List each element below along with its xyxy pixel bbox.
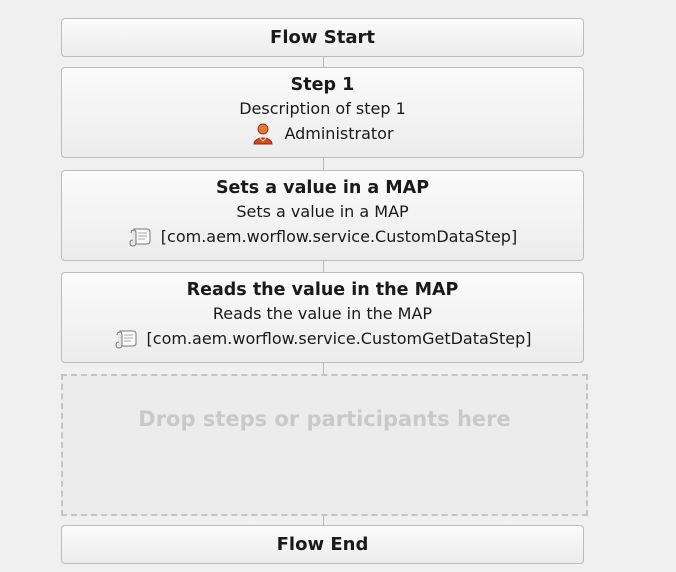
connector-line bbox=[323, 363, 324, 374]
step-process: [com.aem.worflow.service.CustomDataStep] bbox=[62, 226, 583, 248]
drop-zone-label: Drop steps or participants here bbox=[138, 407, 511, 431]
flow-start-node[interactable]: Flow Start bbox=[61, 18, 584, 57]
flow-end-node[interactable]: Flow End bbox=[61, 525, 584, 564]
step-description: Sets a value in a MAP bbox=[236, 202, 409, 221]
participant-name: Administrator bbox=[284, 124, 394, 143]
workflow-step-1[interactable]: Step 1 Description of step 1 Administrat… bbox=[61, 67, 584, 158]
connector-line bbox=[323, 261, 324, 273]
flow-start-label: Flow Start bbox=[270, 27, 375, 48]
process-class: [com.aem.worflow.service.CustomDataStep] bbox=[160, 227, 518, 246]
workflow-step-3[interactable]: Reads the value in the MAP Reads the val… bbox=[61, 272, 584, 363]
script-scroll-icon bbox=[128, 226, 152, 248]
step-process: [com.aem.worflow.service.CustomGetDataSt… bbox=[62, 328, 583, 350]
step-description: Description of step 1 bbox=[239, 99, 406, 118]
step-participant: Administrator bbox=[62, 123, 583, 145]
connector-line bbox=[323, 57, 324, 68]
flow-end-label: Flow End bbox=[276, 534, 369, 555]
connector-line bbox=[323, 158, 324, 171]
step-title: Step 1 bbox=[290, 75, 355, 95]
drop-zone[interactable]: Drop steps or participants here bbox=[61, 374, 588, 516]
connector-line bbox=[323, 516, 324, 525]
script-scroll-icon bbox=[114, 328, 138, 350]
administrator-user-icon bbox=[251, 123, 275, 145]
step-title: Reads the value in the MAP bbox=[186, 280, 459, 300]
step-description: Reads the value in the MAP bbox=[212, 304, 433, 323]
process-class: [com.aem.worflow.service.CustomGetDataSt… bbox=[146, 329, 532, 348]
workflow-step-2[interactable]: Sets a value in a MAP Sets a value in a … bbox=[61, 170, 584, 261]
step-title: Sets a value in a MAP bbox=[215, 178, 430, 198]
